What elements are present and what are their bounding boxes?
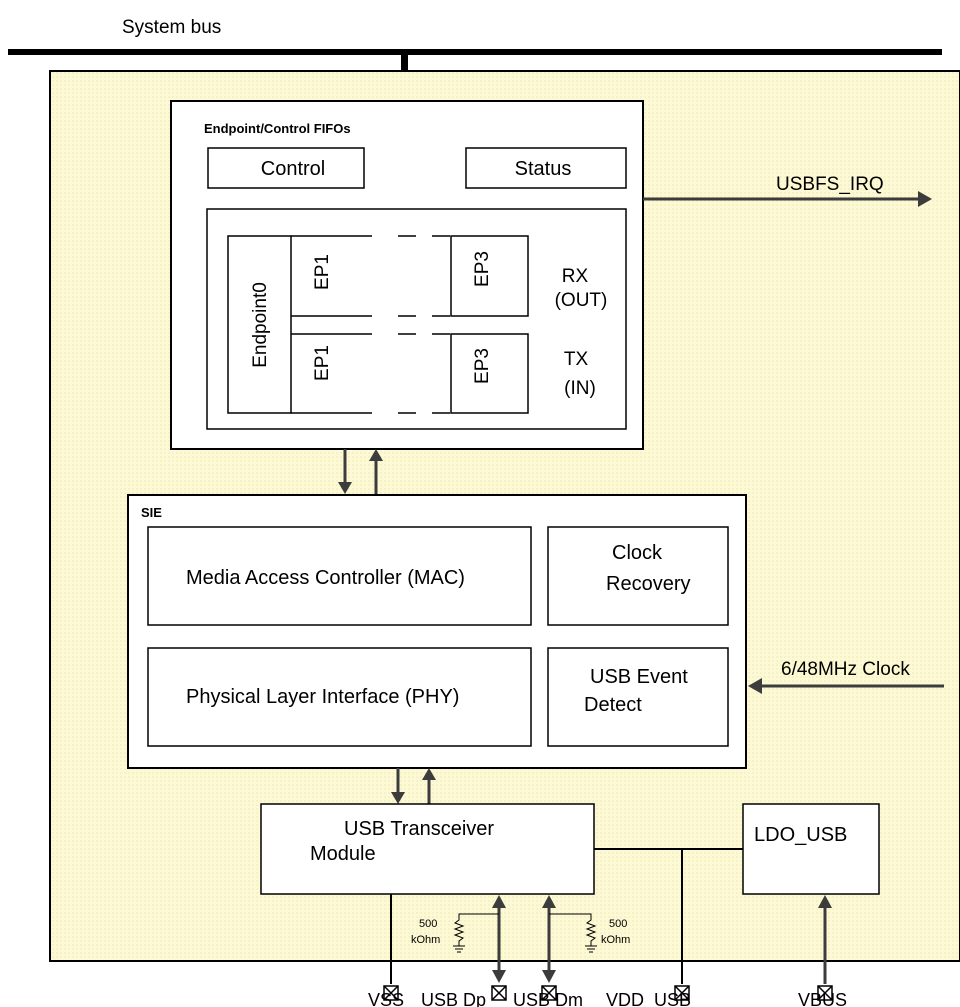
ep3-tx-box <box>450 333 529 414</box>
ep1-tx-box <box>291 333 372 414</box>
transceiver-label-1: USB Transceiver <box>344 818 494 840</box>
mac-label: Media Access Controller (MAC) <box>186 567 465 589</box>
pin-dm-label: USB Dm <box>513 990 583 1007</box>
control-label: Control <box>261 158 325 180</box>
mac-box <box>147 526 532 626</box>
sie-title: SIE <box>141 505 162 520</box>
endpoint0-box <box>227 235 292 414</box>
usb-event-detect-box <box>547 647 729 747</box>
clock-recovery-box <box>547 526 729 626</box>
status-box <box>465 147 627 189</box>
pin-vbus-label: VBUS <box>798 990 847 1007</box>
system-bus-line <box>8 49 942 55</box>
ep1-rx-box <box>291 235 372 317</box>
resistor-right-unit: kOhm <box>601 934 630 946</box>
pin-vdd-label: VDD_USB <box>606 990 691 1007</box>
ellipsis-dashes <box>398 235 450 414</box>
phy-box <box>147 647 532 747</box>
pin-vss-icon <box>383 985 399 1001</box>
control-box <box>207 147 365 189</box>
pin-vdd-icon <box>674 985 690 1001</box>
resistor-left-icon <box>453 913 499 953</box>
usb-event-label-2: Detect <box>584 694 642 716</box>
system-bus-label: System bus <box>122 17 221 38</box>
resistor-left-unit: kOhm <box>411 934 440 946</box>
irq-arrowhead <box>918 191 932 207</box>
status-label: Status <box>515 158 572 180</box>
resistor-right-value: 500 <box>609 918 627 930</box>
ep3-rx-label: EP3 <box>472 251 493 287</box>
rx-out-label: (OUT) <box>555 290 608 311</box>
clock-label: 6/48MHz Clock <box>781 659 910 680</box>
fifo-sie-arrows <box>338 449 383 494</box>
clock-recovery-label-2: Recovery <box>606 573 690 595</box>
ldo-box <box>742 803 880 895</box>
ldo-label: LDO_USB <box>754 824 847 846</box>
pin-dp-icon <box>491 985 507 1001</box>
tx-label: TX <box>564 349 589 370</box>
pin-dm-icon <box>541 985 557 1001</box>
resistor-right-icon <box>549 913 597 953</box>
ep1-tx-label: EP1 <box>312 345 333 381</box>
rx-label: RX <box>562 266 589 287</box>
ep3-tx-label: EP3 <box>472 348 493 384</box>
transceiver-box <box>260 803 595 895</box>
ep3-rx-box <box>450 235 529 317</box>
dp-dm-arrows <box>492 895 832 984</box>
tx-in-label: (IN) <box>564 378 596 399</box>
ep1-rx-label: EP1 <box>312 254 333 290</box>
clock-arrowhead <box>748 678 762 694</box>
transceiver-label-2: Module <box>310 843 376 865</box>
sie-transceiver-arrows <box>391 768 436 804</box>
pin-dp-label: USB Dp <box>421 990 486 1007</box>
pin-vss-label: VSS <box>368 990 404 1007</box>
irq-label: USBFS_IRQ <box>776 174 884 195</box>
endpoint0-label: Endpoint0 <box>250 282 271 368</box>
power-wiring <box>390 848 743 984</box>
usb-event-label-1: USB Event <box>590 666 688 688</box>
clock-recovery-label-1: Clock <box>612 542 663 564</box>
phy-label: Physical Layer Interface (PHY) <box>186 686 459 708</box>
fifo-title: Endpoint/Control FIFOs <box>204 121 351 136</box>
resistor-left-value: 500 <box>419 918 437 930</box>
pin-vbus-icon <box>817 985 833 1001</box>
